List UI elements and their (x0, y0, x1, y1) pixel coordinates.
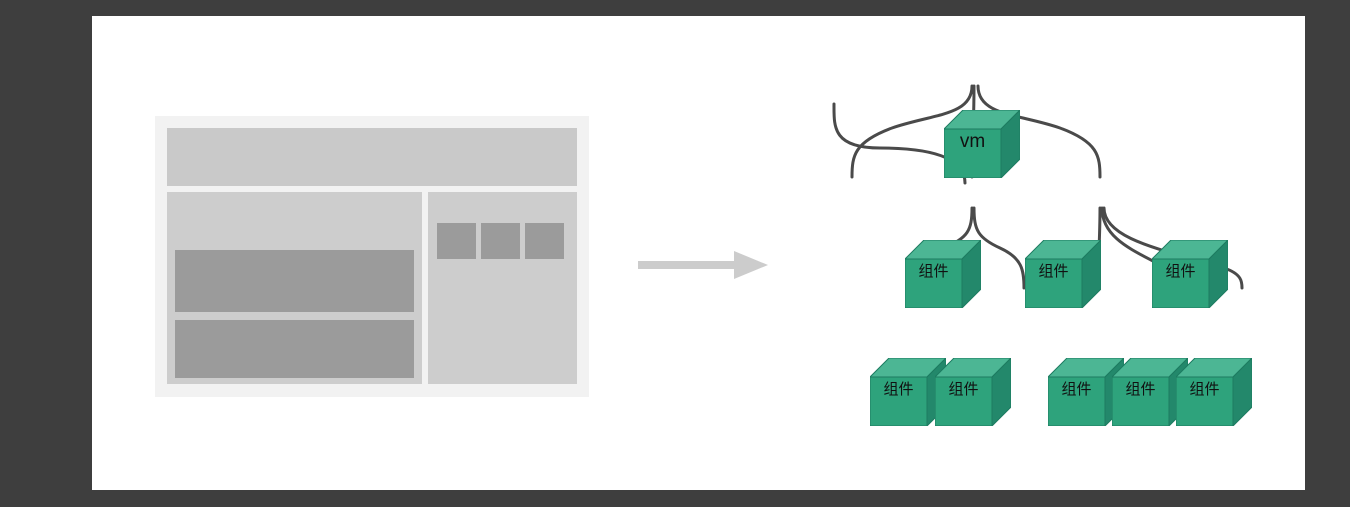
wireframe-sidebar-tile-1 (437, 223, 476, 259)
cube-icon (905, 240, 981, 308)
cube-icon (1152, 240, 1228, 308)
wireframe-content-block-1 (175, 250, 414, 312)
tree-node-c2[interactable]: 组件 (1025, 240, 1101, 308)
tree-edges (832, 84, 1244, 290)
cube-icon (1025, 240, 1101, 308)
cube-icon (944, 110, 1020, 178)
wireframe-header-region (167, 128, 577, 186)
wireframe-sidebar-tile-3 (525, 223, 564, 259)
arrow-right-icon (638, 251, 768, 279)
tree-node-c3c[interactable]: 组件 (1176, 358, 1252, 426)
tree-node-vm[interactable]: vm (944, 110, 1020, 178)
wireframe-sidebar-tile-2 (481, 223, 520, 259)
edge-c2-c2b (972, 206, 1026, 290)
tree-node-c3[interactable]: 组件 (1152, 240, 1228, 308)
cube-icon (1176, 358, 1252, 426)
ui-layout-wireframe (155, 116, 589, 397)
cube-icon (935, 358, 1011, 426)
tree-node-c2b[interactable]: 组件 (935, 358, 1011, 426)
transform-arrow (638, 248, 768, 282)
tree-node-c1[interactable]: 组件 (905, 240, 981, 308)
wireframe-content-block-2 (175, 320, 414, 378)
component-tree: vm 组件 组件 (92, 16, 1305, 490)
diagram-canvas: vm 组件 组件 (92, 16, 1305, 490)
edge-vm-c3 (976, 84, 1102, 179)
wireframe-sidebar-region (428, 192, 577, 384)
edge-vm-c1 (850, 84, 974, 179)
wireframe-main-region (167, 192, 422, 384)
